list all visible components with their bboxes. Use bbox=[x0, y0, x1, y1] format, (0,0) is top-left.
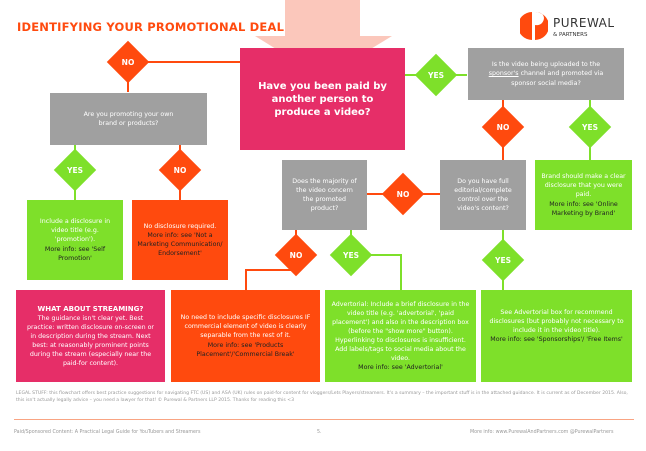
footer-divider bbox=[14, 419, 634, 420]
logo-name: PUREWAL bbox=[553, 16, 615, 30]
sponsor-link[interactable]: sponsor's bbox=[488, 70, 519, 78]
no-diamond: NO bbox=[158, 148, 202, 192]
yes-diamond: YES bbox=[329, 233, 373, 277]
sponsorship-box: See Advertorial box for recommend disclo… bbox=[481, 290, 632, 382]
question-text: Are you promoting your own brand or prod… bbox=[83, 110, 174, 127]
more-info-label: More info: bbox=[470, 430, 496, 435]
no-diamond: NO bbox=[481, 105, 525, 149]
box-text: No need to include specific disclosures … bbox=[180, 314, 311, 340]
advertorial-box: Advertorial: Include a brief disclosure … bbox=[325, 290, 476, 382]
label: NO bbox=[496, 122, 510, 132]
more-info: More info: see 'Online Marketing by Bran… bbox=[549, 200, 618, 217]
label: NO bbox=[289, 250, 303, 260]
more-info: More info: see 'Self Promotion' bbox=[44, 245, 106, 262]
yes-diamond: YES bbox=[481, 238, 525, 282]
no-disclosure-box: No disclosure required.More info: see 'N… bbox=[132, 200, 228, 280]
label: NO bbox=[173, 165, 187, 175]
logo-sub: & PARTNERS bbox=[553, 32, 588, 38]
more-info: More info: see 'Products Placement'/'Com… bbox=[196, 341, 295, 358]
sponsor-channel-question: Is the video being uploaded to the spons… bbox=[468, 48, 624, 100]
question-text: channel and promoted via sponsor social … bbox=[511, 70, 604, 87]
self-promotion-box: Include a disclosure in video title (e.g… bbox=[27, 200, 123, 280]
logo-mark-icon bbox=[520, 12, 548, 40]
box-text: Advertorial: Include a brief disclosure … bbox=[331, 300, 470, 363]
yes-diamond: YES bbox=[414, 53, 458, 97]
no-diamond: NO bbox=[274, 233, 318, 277]
label: NO bbox=[396, 189, 410, 199]
label: NO bbox=[121, 57, 135, 67]
question-text: Is the video being uploaded to the bbox=[491, 61, 601, 69]
twitter-link[interactable]: @PurewalPartners bbox=[569, 430, 614, 435]
more-info: More info: see 'Not a Marketing Communic… bbox=[137, 231, 223, 258]
streaming-box: WHAT ABOUT STREAMING?The guidance isn't … bbox=[16, 290, 165, 382]
streaming-heading: WHAT ABOUT STREAMING? bbox=[37, 304, 144, 313]
footer-links: More info: www.PurewalAndPartners.com @P… bbox=[470, 430, 613, 435]
own-brand-question: Are you promoting your own brand or prod… bbox=[50, 93, 207, 145]
more-info: More info: see 'Advertorial' bbox=[358, 364, 443, 372]
majority-question: Does the majority of the video concern t… bbox=[282, 160, 367, 230]
page-title: IDENTIFYING YOUR PROMOTIONAL DEAL bbox=[17, 20, 285, 34]
label: YES bbox=[582, 122, 598, 132]
box-text: Include a disclosure in video title (e.g… bbox=[39, 218, 111, 244]
yes-diamond: YES bbox=[568, 105, 612, 149]
no-diamond: NO bbox=[106, 40, 150, 84]
box-text: No disclosure required. bbox=[143, 222, 217, 230]
more-info: More info: see 'Sponsorships'/ 'Free Ite… bbox=[490, 336, 623, 344]
label: YES bbox=[67, 165, 83, 175]
product-placement-box: No need to include specific disclosures … bbox=[171, 290, 320, 382]
website-link[interactable]: www.PurewalAndPartners.com bbox=[495, 430, 569, 435]
question-text: Does the majority of the video concern t… bbox=[292, 177, 357, 213]
start-question-box: Have you been paid by another person to … bbox=[240, 48, 405, 150]
brand-disclosure-box: Brand should make a clear disclosure tha… bbox=[535, 160, 632, 230]
editorial-question: Do you have full editorial/complete cont… bbox=[440, 160, 526, 230]
start-question: Have you been paid by another person to … bbox=[258, 80, 387, 118]
yes-diamond: YES bbox=[53, 148, 97, 192]
page-number: 5. bbox=[317, 430, 322, 435]
start-arrow-icon bbox=[255, 0, 392, 78]
label: YES bbox=[343, 250, 359, 260]
box-text: The guidance isn't clear yet. Best pract… bbox=[26, 314, 155, 368]
logo: PUREWAL & PARTNERS bbox=[520, 10, 640, 42]
box-text: Brand should make a clear disclosure tha… bbox=[541, 173, 626, 199]
box-text: See Advertorial box for recommend disclo… bbox=[489, 309, 624, 335]
footer-title: Paid/Sponsored Content: A Practical Lega… bbox=[14, 430, 201, 435]
no-diamond: NO bbox=[381, 172, 425, 216]
question-text: Do you have full editorial/complete cont… bbox=[454, 177, 512, 213]
label: YES bbox=[495, 255, 511, 265]
legal-text: LEGAL STUFF: this flowchart offers best … bbox=[16, 391, 628, 404]
label: YES bbox=[428, 70, 444, 80]
